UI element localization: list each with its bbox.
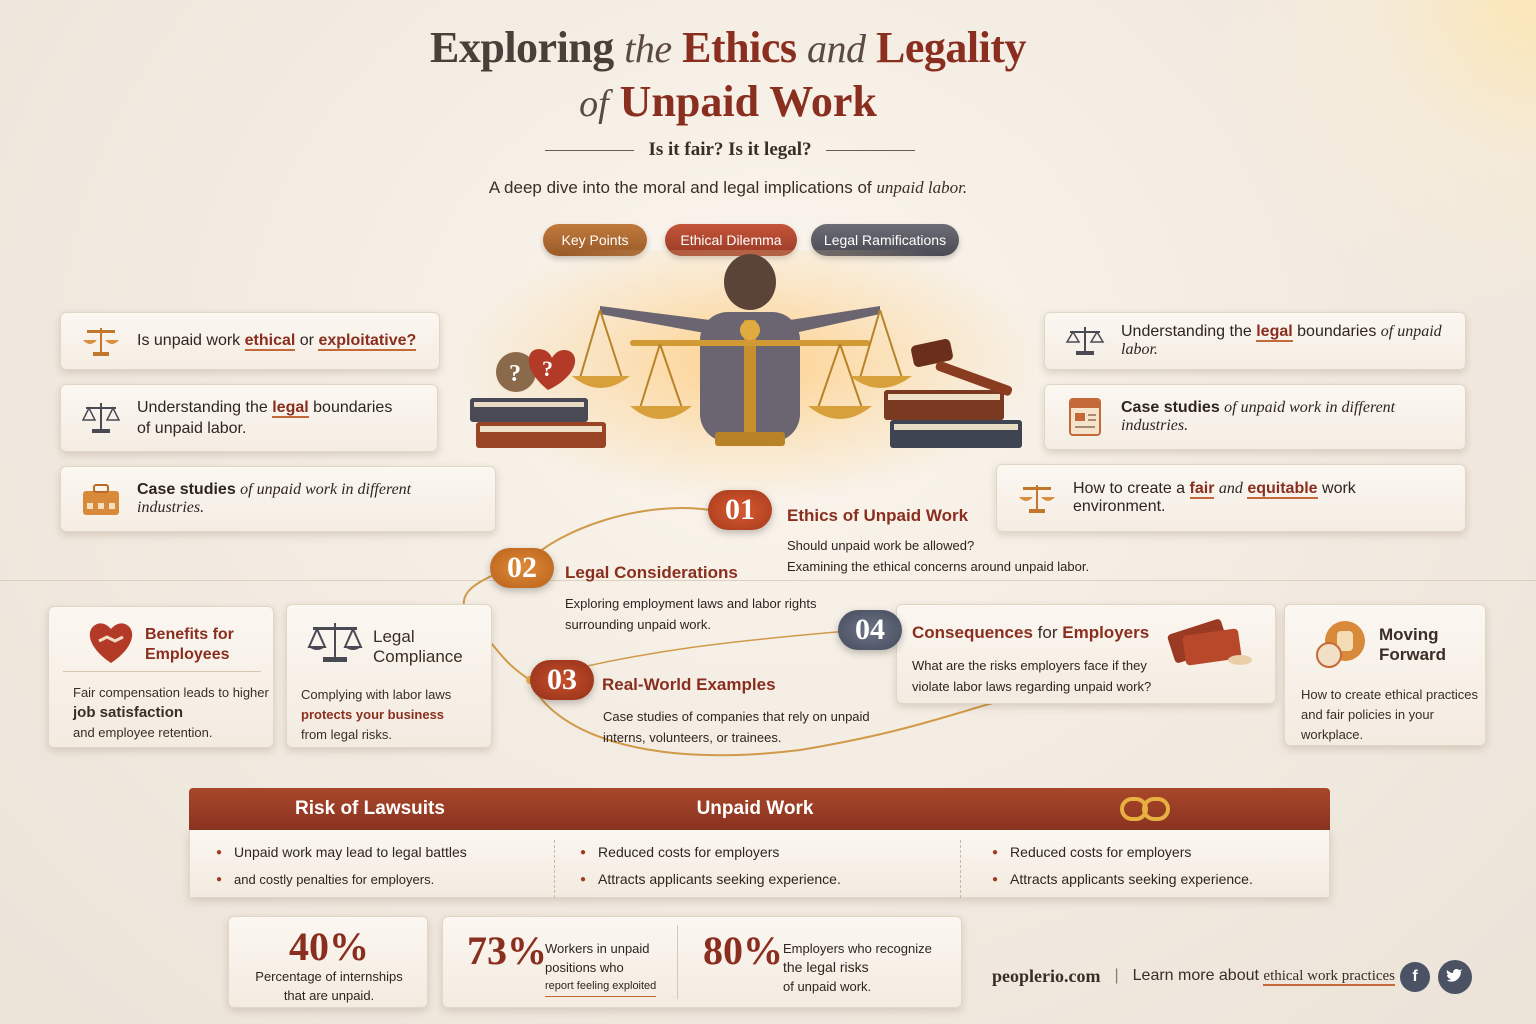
step-04-title: Consequences for Employers bbox=[912, 623, 1150, 642]
scales-icon bbox=[1015, 476, 1059, 520]
sunburst-glow bbox=[1176, 0, 1536, 300]
step-02-badge: 02 bbox=[490, 548, 554, 588]
unpaid-work-column: Reduced costs for employers Attracts app… bbox=[580, 840, 841, 894]
table-header: Risk of Lawsuits Unpaid Work bbox=[189, 788, 1330, 830]
stat-group: 73% Workers in unpaid positions who repo… bbox=[442, 916, 962, 1008]
tagline: Is it fair? Is it legal? bbox=[545, 137, 916, 163]
table-body: Unpaid work may lead to legal battles an… bbox=[189, 830, 1330, 898]
learn-more-text: Learn more about ethical work practices bbox=[1132, 967, 1396, 986]
card-ethical-question: Is unpaid work ethical or exploitative? bbox=[60, 312, 440, 370]
site-link[interactable]: peoplerio.com bbox=[992, 965, 1101, 986]
subtitle: A deep dive into the moral and legal imp… bbox=[488, 178, 968, 197]
moving-forward-card: Moving Forward How to create ethical pra… bbox=[1284, 604, 1486, 746]
growth-icon bbox=[1316, 621, 1365, 668]
page-title: Exploring the Ethics and Legality bbox=[430, 23, 1026, 72]
benefits-card: Benefits for Employees Fair compensation… bbox=[48, 606, 274, 748]
moving-forward-title: Moving bbox=[1379, 625, 1439, 644]
learn-more-link[interactable]: ethical work practices bbox=[1263, 968, 1396, 986]
link-icon bbox=[959, 788, 1330, 830]
card-right-legal-boundaries: Understanding the legal boundaries of un… bbox=[1044, 312, 1466, 370]
step-04-text: What are the risks employers face if the… bbox=[912, 658, 1152, 694]
document-icon bbox=[1063, 395, 1107, 439]
step-01-text: Should unpaid work be allowed? Examining… bbox=[787, 538, 1090, 574]
svg-text:?: ? bbox=[509, 361, 521, 387]
svg-text:?: ? bbox=[542, 356, 553, 381]
step-02-title: Legal Considerations bbox=[565, 563, 738, 582]
header-risk-of-lawsuits: Risk of Lawsuits bbox=[295, 798, 445, 819]
step-02-text: Exploring employment laws and labor righ… bbox=[565, 596, 817, 632]
moving-forward-text: How to create ethical practices and fair… bbox=[1301, 687, 1479, 742]
step-04-badge: 04 bbox=[838, 610, 902, 650]
stat-40: 40% Percentage of internships that are u… bbox=[228, 916, 428, 1008]
money-icon bbox=[1167, 619, 1252, 666]
card-fair-environment: How to create a fair and equitable work … bbox=[996, 464, 1466, 532]
step-01-title: Ethics of Unpaid Work bbox=[787, 506, 969, 525]
benefits-title: Benefits for bbox=[145, 626, 234, 643]
balance-icon bbox=[1063, 319, 1107, 363]
twitter-icon[interactable] bbox=[1438, 960, 1472, 994]
benefits-text: Fair compensation leads to higher job sa… bbox=[73, 685, 269, 740]
heart-handshake-icon bbox=[89, 623, 133, 663]
facebook-icon[interactable]: f bbox=[1400, 962, 1430, 992]
header-unpaid-work: Unpaid Work bbox=[696, 798, 814, 819]
compliance-text: Complying with labor laws protects your … bbox=[301, 687, 452, 742]
stat-80: 80% bbox=[703, 928, 783, 973]
step-03-text: Case studies of companies that rely on u… bbox=[603, 709, 870, 745]
footer: peoplerio.com | Learn more about ethical… bbox=[992, 965, 1396, 986]
compliance-title: Legal bbox=[373, 627, 415, 646]
risk-column: Unpaid work may lead to legal battles an… bbox=[216, 840, 467, 894]
balance-icon bbox=[307, 623, 363, 662]
card-case-studies: Case studies of unpaid work in different… bbox=[60, 466, 496, 532]
briefcase-icon bbox=[79, 477, 123, 521]
scales-icon bbox=[79, 319, 123, 363]
compliance-card: Legal Compliance Complying with labor la… bbox=[286, 604, 492, 748]
balance-icon bbox=[79, 396, 123, 440]
card-right-case-studies: Case studies of unpaid work in different… bbox=[1044, 384, 1466, 450]
justice-scales-illustration: ? ? bbox=[470, 254, 1022, 448]
step-03-title: Real-World Examples bbox=[602, 675, 776, 694]
third-column: Reduced costs for employers Attracts app… bbox=[992, 840, 1253, 894]
page-title-line2: of Unpaid Work bbox=[579, 77, 877, 126]
stat-73: 73% bbox=[467, 928, 547, 973]
divider bbox=[0, 580, 1536, 581]
step-01-badge: 01 bbox=[708, 490, 772, 530]
step-03-badge: 03 bbox=[530, 660, 594, 700]
pros-cons-table: Risk of Lawsuits Unpaid Work Unpaid work… bbox=[189, 788, 1330, 898]
